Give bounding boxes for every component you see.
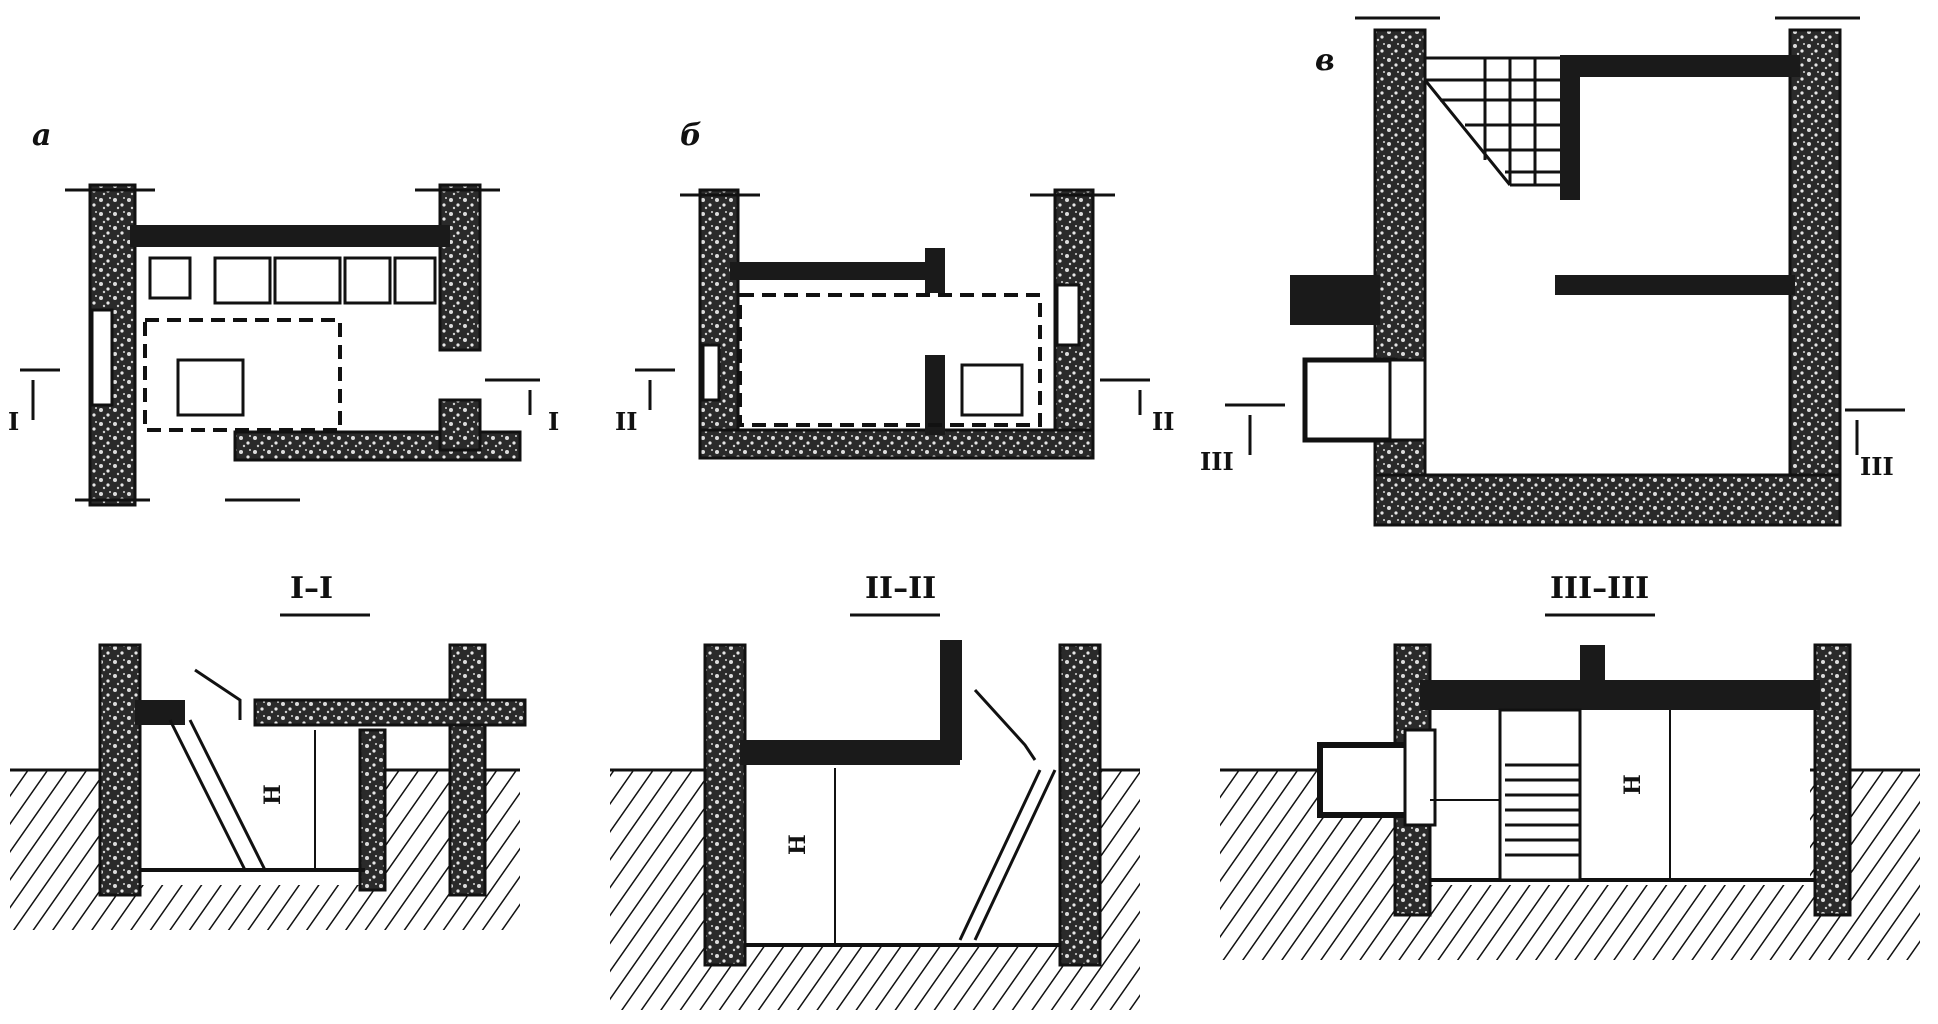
section-a-slab-left	[135, 700, 185, 725]
section-c-title: III–III	[1550, 571, 1649, 606]
plan-b-bottom-wall	[698, 428, 1095, 460]
plan-a-dashed-outline	[143, 318, 342, 432]
plan-c: в III III	[1200, 16, 1905, 527]
section-c-stair	[1498, 708, 1582, 882]
section-a-title: I–I	[290, 571, 333, 606]
plan-c-light-well	[1302, 357, 1398, 443]
section-c-post	[1580, 645, 1605, 685]
section-b-post	[940, 640, 962, 760]
section-b-floor-slab	[740, 740, 960, 765]
plan-a-shelf	[393, 256, 437, 305]
plan-b-hatch-opening	[960, 363, 1024, 417]
plan-c-bottom-wall	[1373, 473, 1842, 527]
section-c-floor-slab	[1420, 680, 1820, 710]
section-b-hatch-lid	[973, 688, 1037, 761]
plan-b-top-slab	[730, 262, 940, 280]
plan-b-window	[1055, 283, 1081, 347]
plan-a-cut-left: I	[8, 407, 19, 436]
plan-a-right-stub	[438, 398, 482, 452]
plan-a-cut-right: I	[548, 407, 559, 436]
section-a-height-mark: H	[260, 784, 286, 805]
section-a-pit	[135, 735, 375, 885]
plan-c-stair	[1423, 56, 1560, 187]
plan-c-partition	[1555, 275, 1795, 295]
plan-a-top-slab	[130, 225, 450, 247]
section-b-ladder	[958, 769, 1057, 941]
section-b-title: II–II	[865, 571, 936, 606]
section-c-window	[1403, 728, 1437, 827]
plan-a-hatch-opening	[176, 358, 245, 417]
plan-c-left-wall	[1373, 28, 1427, 527]
section-b: II–II H	[610, 571, 1140, 1010]
section-a-inner-wall	[358, 728, 387, 892]
section-c: III–III H	[1220, 571, 1920, 960]
section-c-height-mark: H	[1620, 774, 1646, 795]
plan-c-cut-right: III	[1860, 452, 1894, 481]
plan-b-left-wall	[698, 188, 740, 457]
section-b-right-wall	[1058, 643, 1102, 967]
plan-b-dashed-outline	[738, 293, 1042, 427]
plan-c-stair-wall	[1560, 55, 1580, 200]
section-a-hatch-lid	[194, 668, 242, 720]
plan-b-post	[925, 355, 945, 435]
plan-b: б II II	[615, 118, 1174, 460]
plan-a-shelf	[273, 256, 342, 305]
section-a: I–I H	[10, 571, 527, 930]
section-a-left-wall	[98, 643, 142, 897]
section-c-pit	[1420, 695, 1810, 885]
section-c-right-wall	[1813, 643, 1852, 917]
plan-a-shelf	[148, 256, 192, 300]
plan-a-window	[90, 308, 114, 407]
section-c-light-well	[1317, 742, 1413, 818]
plan-b-cut-left: II	[615, 407, 637, 436]
plan-a-shelf	[213, 256, 272, 305]
plan-a: а I I	[8, 118, 559, 507]
plan-c-letter: в	[1315, 43, 1335, 78]
section-b-pit	[740, 760, 1065, 945]
plan-b-cut-right: II	[1152, 407, 1174, 436]
plan-b-post	[925, 248, 945, 293]
plan-b-letter: б	[680, 118, 702, 153]
plan-c-cut-left: III	[1200, 447, 1234, 476]
section-a-ladder	[168, 719, 267, 871]
plan-a-shelf	[343, 256, 392, 305]
plan-c-top-slab	[1560, 55, 1800, 77]
plan-c-window	[1388, 358, 1427, 442]
plan-c-right-wall	[1788, 28, 1842, 527]
section-a-floor-slab	[253, 698, 527, 727]
section-a-right-wall	[448, 643, 487, 897]
section-b-height-mark: H	[785, 834, 811, 855]
plan-c-vent	[1290, 275, 1380, 325]
plan-b-window	[701, 343, 721, 402]
plan-a-right-wall	[438, 183, 482, 352]
section-b-left-wall	[703, 643, 747, 967]
plan-a-letter: а	[32, 118, 51, 153]
